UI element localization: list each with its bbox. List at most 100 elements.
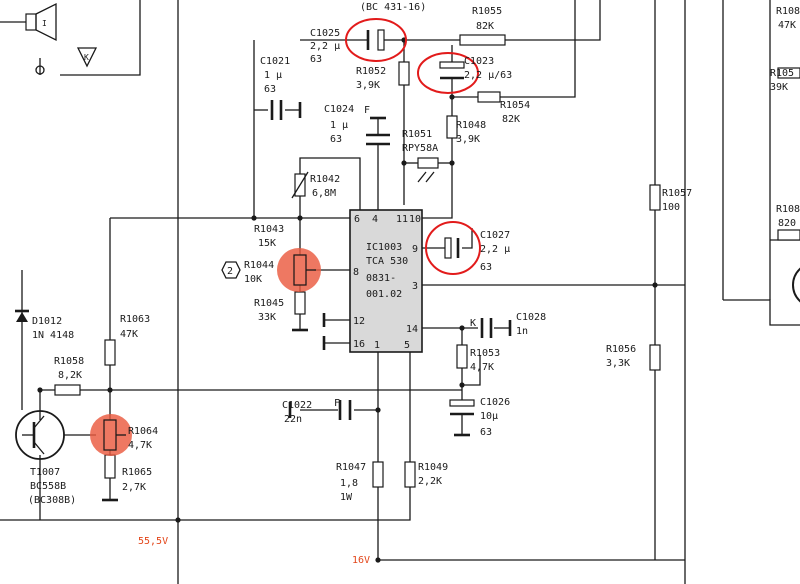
c1026-ref: C1026 bbox=[480, 397, 510, 408]
r1051-val: RPY58A bbox=[402, 143, 438, 154]
r1047-ref: R1047 bbox=[336, 462, 366, 473]
r1042-val: 6,8M bbox=[312, 188, 336, 199]
r1057-ref: R1057 bbox=[662, 188, 692, 199]
marker-f1: F bbox=[364, 105, 370, 116]
r1063-val: 47K bbox=[120, 329, 138, 340]
r1049-val: 2,2K bbox=[418, 476, 442, 487]
junctions bbox=[37, 37, 658, 563]
c1026-v: 63 bbox=[480, 427, 492, 438]
capacitors bbox=[270, 29, 493, 420]
edge-label-4: 39K bbox=[770, 82, 788, 93]
c1024-ref: C1024 bbox=[324, 104, 354, 115]
diode-d1012 bbox=[15, 309, 29, 322]
c1027-v: 63 bbox=[480, 262, 492, 273]
ic1003 bbox=[349, 209, 423, 353]
r1044-val: 10K bbox=[244, 274, 262, 285]
ic-pin-14: 14 bbox=[406, 324, 418, 335]
edge-label-3: R105 bbox=[770, 68, 794, 79]
r1056-ref: R1056 bbox=[606, 344, 636, 355]
r1055-ref: R1055 bbox=[472, 6, 502, 17]
c1025-val: 2,2 µ bbox=[310, 41, 340, 52]
r1043-val: 15K bbox=[258, 238, 276, 249]
transistor-t1007 bbox=[15, 410, 65, 460]
r1065-val: 2,7K bbox=[122, 482, 146, 493]
r1057-val: 100 bbox=[662, 202, 680, 213]
c1021-v: 63 bbox=[264, 84, 276, 95]
r1058-val: 8,2K bbox=[58, 370, 82, 381]
r1045-val: 33K bbox=[258, 312, 276, 323]
rail-label-16v: 16V bbox=[352, 555, 370, 566]
c1023-ref: C1023 bbox=[464, 56, 494, 67]
ic-pin-5: 5 bbox=[404, 340, 410, 351]
t1007-val: BC558B bbox=[30, 481, 66, 492]
c1024-v: 63 bbox=[330, 134, 342, 145]
r1043-ref: R1043 bbox=[254, 224, 284, 235]
r1064-ref: R1064 bbox=[128, 426, 158, 437]
c1027-ref: C1027 bbox=[480, 230, 510, 241]
r1058-ref: R1058 bbox=[54, 356, 84, 367]
c1021-ref: C1021 bbox=[260, 56, 290, 67]
r1045-ref: R1045 bbox=[254, 298, 284, 309]
r1048-ref: R1048 bbox=[456, 120, 486, 131]
marker-adj-hex bbox=[221, 261, 241, 279]
d1012-ref: D1012 bbox=[32, 316, 62, 327]
t1007-ref: T1007 bbox=[30, 467, 60, 478]
ring-c1025 bbox=[345, 18, 407, 62]
r1053-val: 4,7K bbox=[470, 362, 494, 373]
marker-adj-label: 2 bbox=[227, 266, 233, 277]
edge-label-2: 47K bbox=[778, 20, 796, 31]
highlight-r1044 bbox=[277, 248, 321, 292]
r1044-ref: R1044 bbox=[244, 260, 274, 271]
resistors bbox=[54, 34, 800, 488]
c1025-v: 63 bbox=[310, 54, 322, 65]
r1054-ref: R1054 bbox=[500, 100, 530, 111]
r1054-val: 82K bbox=[502, 114, 520, 125]
marker-k1: K bbox=[470, 318, 476, 329]
speaker-letter: I bbox=[42, 19, 47, 28]
ic-part-1: 0831- bbox=[366, 273, 396, 284]
r1042-ref: R1042 bbox=[310, 174, 340, 185]
ic-pin-16: 16 bbox=[353, 339, 365, 350]
d1012-val: 1N 4148 bbox=[32, 330, 74, 341]
edge-label-5: R108 bbox=[776, 204, 800, 215]
marker-k2: K bbox=[84, 53, 89, 62]
r1052-ref: R1052 bbox=[356, 66, 386, 77]
c1027-val: 2,2 µ bbox=[480, 244, 510, 255]
ic-ref: IC1003 bbox=[366, 242, 402, 253]
ic-type: TCA 530 bbox=[366, 256, 408, 267]
r1065-ref: R1065 bbox=[122, 467, 152, 478]
ring-c1027 bbox=[425, 221, 481, 275]
terminals bbox=[102, 102, 512, 502]
edge-circle bbox=[792, 267, 800, 303]
ic-pin-9: 9 bbox=[412, 244, 418, 255]
c1028-val: 1n bbox=[516, 326, 528, 337]
c1028-ref: C1028 bbox=[516, 312, 546, 323]
ic-pin-1: 1 bbox=[374, 340, 380, 351]
r1047-val: 1,8 bbox=[340, 478, 358, 489]
ic-pin-12: 12 bbox=[353, 316, 365, 327]
r1051-ref: R1051 bbox=[402, 129, 432, 140]
r1063-ref: R1063 bbox=[120, 314, 150, 325]
marker-f2: F bbox=[334, 398, 340, 409]
ic-pin-6: 6 bbox=[354, 214, 360, 225]
r1048-val: 3,9K bbox=[456, 134, 480, 145]
r1049-ref: R1049 bbox=[418, 462, 448, 473]
ic-pin-11: 11 bbox=[396, 214, 408, 225]
t1007-alt: (BC308B) bbox=[28, 495, 76, 506]
c1024-val: 1 µ bbox=[330, 120, 348, 131]
r1047-w: 1W bbox=[340, 492, 353, 503]
highlight-r1064 bbox=[90, 414, 132, 456]
edge-label-1: R108 bbox=[776, 6, 800, 17]
r1064-val: 4,7K bbox=[128, 440, 152, 451]
ring-c1023 bbox=[417, 52, 479, 94]
ic-pin-3: 3 bbox=[412, 281, 418, 292]
r1056-val: 3,3K bbox=[606, 358, 630, 369]
label-top-transistor: (BC 431-16) bbox=[360, 2, 426, 13]
edge-label-6: 820 bbox=[778, 218, 796, 229]
r1052-val: 3,9K bbox=[356, 80, 380, 91]
ic-pin-4: 4 bbox=[372, 214, 378, 225]
c1025-ref: C1025 bbox=[310, 28, 340, 39]
c1022-ref: C1022 bbox=[282, 400, 312, 411]
c1023-val: 2,2 µ/63 bbox=[464, 70, 512, 81]
